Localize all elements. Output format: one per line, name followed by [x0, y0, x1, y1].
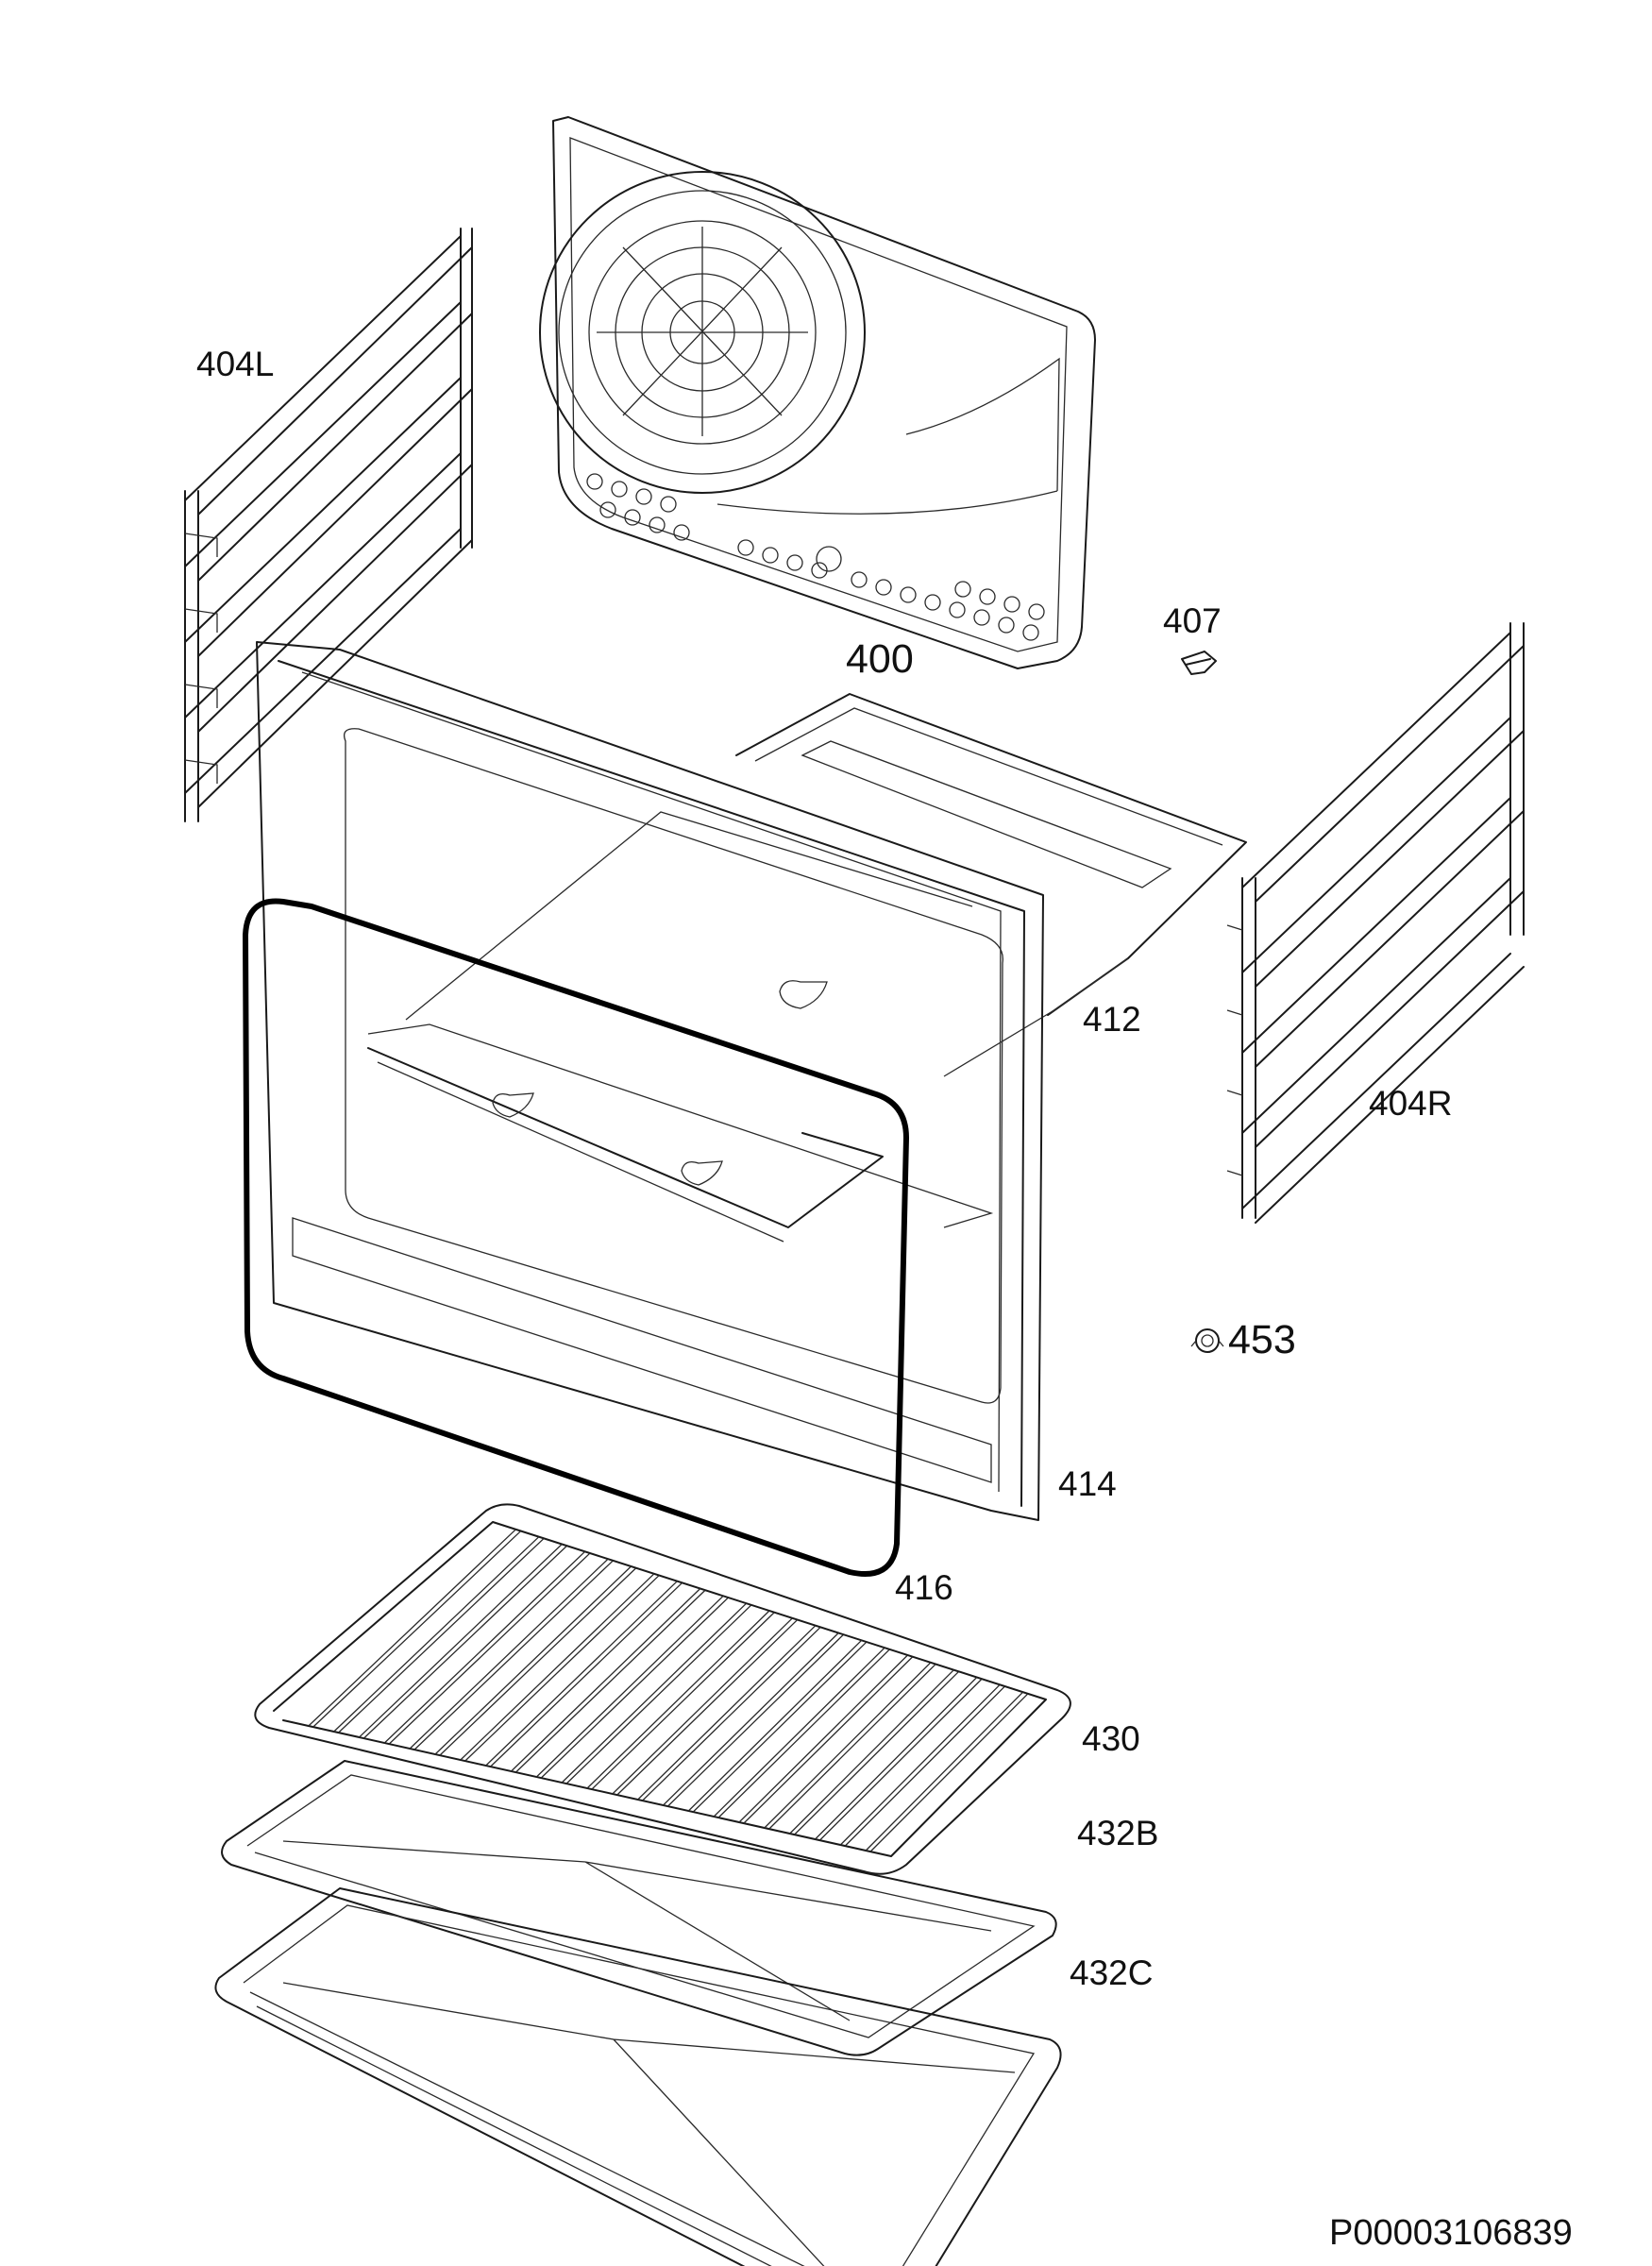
part-label-404R: 404R	[1369, 1084, 1452, 1123]
left-shelf-support-drawing	[184, 228, 473, 822]
wire-grid-drawing	[254, 1503, 1071, 1875]
reference-code: P00003106839	[1329, 2213, 1573, 2253]
right-shelf-support-drawing	[1226, 622, 1525, 1224]
clip-drawing	[1181, 651, 1217, 675]
part-label-407: 407	[1163, 601, 1222, 640]
shallow-tray-drawing	[221, 1760, 1057, 2056]
part-label-416: 416	[895, 1568, 953, 1607]
grid-bar	[865, 1691, 1029, 1852]
grid-bar	[359, 1544, 567, 1739]
grid-bar	[434, 1565, 636, 1756]
grid-bar	[409, 1558, 614, 1750]
grid-bar	[308, 1529, 521, 1728]
part-label-400: 400	[846, 636, 914, 682]
grid-bar	[815, 1677, 983, 1841]
grid-bar	[612, 1617, 798, 1796]
lamp-drawing	[1190, 1328, 1224, 1353]
grid-bar	[637, 1625, 821, 1801]
door-seal-drawing	[243, 898, 909, 1577]
grid-bar	[383, 1550, 591, 1745]
grid-bar	[485, 1581, 683, 1767]
part-label-412: 412	[1083, 1000, 1141, 1039]
grid-bar	[535, 1595, 729, 1779]
grid-bar	[561, 1602, 752, 1784]
grid-bar	[713, 1647, 890, 1818]
back-panel-drawing	[539, 116, 1096, 669]
grid-bar	[511, 1588, 706, 1773]
grid-bar	[839, 1683, 1005, 1847]
grid-bar	[663, 1632, 844, 1807]
grid-bar	[687, 1639, 868, 1813]
grid-bar	[789, 1669, 959, 1835]
part-label-453: 453	[1228, 1317, 1296, 1362]
part-label-432C: 432C	[1070, 1953, 1153, 1992]
grid-bar	[764, 1662, 936, 1830]
oven-cavity-drawing	[405, 693, 1247, 1077]
part-label-432B: 432B	[1077, 1814, 1158, 1852]
part-label-404L: 404L	[196, 345, 274, 383]
front-frame-drawing	[256, 641, 1044, 1521]
grid-bar	[586, 1610, 775, 1790]
grid-bar	[333, 1536, 545, 1733]
part-label-430: 430	[1082, 1719, 1140, 1758]
grid-bar	[738, 1654, 913, 1824]
deep-tray-drawing	[214, 1887, 1062, 2266]
grid-bar	[460, 1573, 660, 1762]
part-label-414: 414	[1058, 1464, 1117, 1503]
